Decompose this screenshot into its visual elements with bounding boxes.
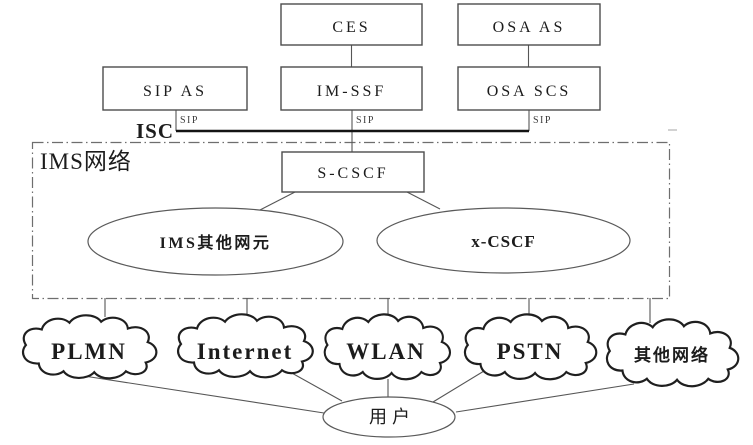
- cloud-to-user-lines: [83, 370, 635, 414]
- connector-lines: [175, 45, 530, 212]
- im-ssf-label: IM-SSF: [317, 83, 387, 100]
- s-cscf-label: S-CSCF: [317, 165, 388, 182]
- node-x-cscf: x-CSCF: [376, 207, 631, 274]
- internet-label: Internet: [197, 339, 293, 364]
- ims-network-zone-border: [31, 141, 671, 300]
- pstn-label: PSTN: [497, 339, 564, 364]
- node-ims-other-elements: IMS其他网元: [87, 207, 344, 276]
- link-scscf-otherelements: [257, 191, 296, 212]
- node-im-ssf: IM-SSF: [280, 66, 423, 111]
- osa-scs-box: [457, 66, 601, 111]
- im-ssf-box: [280, 66, 423, 111]
- sip-interface-label-center: SIP: [356, 115, 375, 126]
- ims-other-elements-label: IMS其他网元: [160, 233, 272, 252]
- link-plmn-user: [83, 375, 325, 414]
- ces-box: [280, 3, 423, 46]
- link-othernetwork-user: [455, 383, 635, 413]
- node-sip-as: SIP AS: [102, 66, 248, 111]
- ces-label: CES: [332, 19, 370, 36]
- sip-as-label: SIP AS: [143, 83, 207, 100]
- zone-to-cloud-stubs: [104, 298, 651, 323]
- link-internet-user: [289, 371, 343, 402]
- node-osa-scs: OSA SCS: [457, 66, 601, 111]
- node-osa-as: OSA AS: [457, 3, 601, 46]
- cloud-other-network: 其他网络: [605, 318, 740, 388]
- user-ellipse: [322, 396, 456, 438]
- node-ces: CES: [280, 3, 423, 46]
- ims-other-elements-ellipse: [87, 207, 344, 276]
- node-user: 用户: [322, 396, 456, 438]
- link-scscf-xcscf: [406, 191, 441, 210]
- cloud-pstn: PSTN: [463, 313, 598, 381]
- s-cscf-box: [281, 151, 425, 193]
- sip-interface-label-right: SIP: [533, 115, 552, 126]
- cloud-plmn: PLMN: [21, 314, 158, 380]
- x-cscf-ellipse: [376, 207, 631, 274]
- link-pstn-user: [432, 370, 485, 403]
- isc-interface-label: ISC: [136, 119, 174, 143]
- osa-as-box: [457, 3, 601, 46]
- cloud-wlan: WLAN: [323, 313, 452, 381]
- wlan-label: WLAN: [346, 339, 426, 364]
- sip-as-box: [102, 66, 248, 111]
- node-s-cscf: S-CSCF: [281, 151, 425, 193]
- cloud-internet: Internet: [176, 313, 314, 379]
- osa-scs-label: OSA SCS: [487, 83, 572, 100]
- plmn-label: PLMN: [51, 339, 127, 364]
- user-label: 用户: [369, 407, 415, 427]
- ims-network-zone-title: IMS网络: [40, 149, 132, 174]
- osa-as-label: OSA AS: [493, 19, 566, 36]
- other-network-label: 其他网络: [634, 345, 710, 365]
- sip-interface-label-left: SIP: [180, 115, 199, 126]
- x-cscf-label: x-CSCF: [471, 232, 536, 251]
